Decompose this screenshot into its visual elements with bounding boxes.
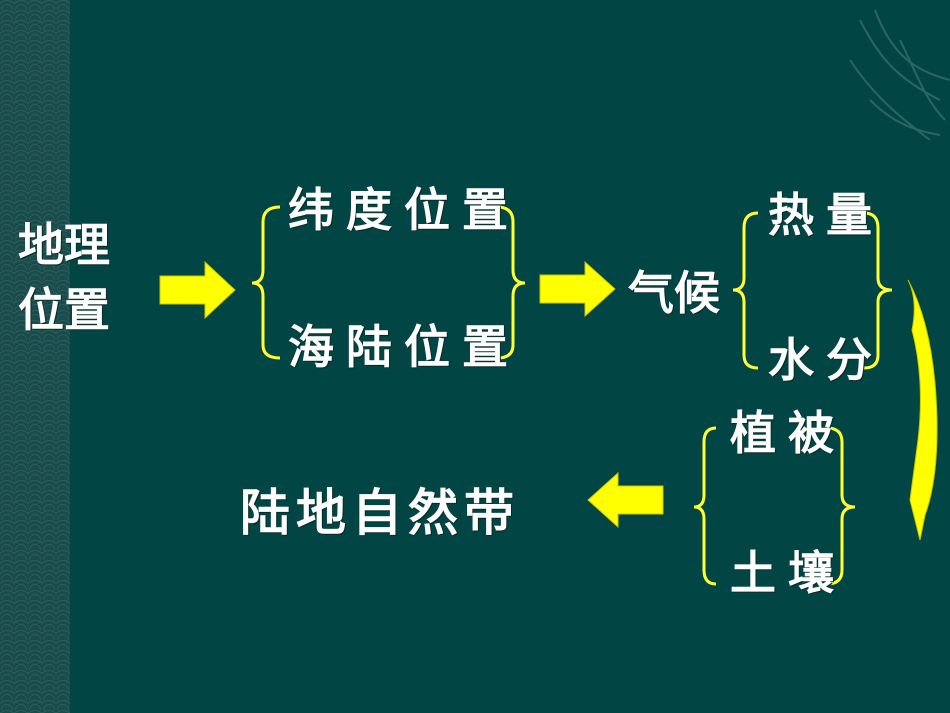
topic-geographic-line1: 地理 [18,218,110,272]
left-brace-biota [693,426,717,586]
right-arrow-2 [539,260,616,318]
right-brace-position [496,205,526,360]
soil-label: 土壤 [730,546,846,600]
heat-label: 热量 [768,188,884,242]
right-arrow-1 [159,260,236,320]
land-sea-position: 海陆位置 [288,320,520,374]
left-brace-position [251,205,281,360]
curved-down-arrow [907,279,938,541]
vegetation-label: 植被 [730,406,846,460]
right-brace-biota [826,426,856,586]
right-brace-climate [863,211,893,370]
patterned-side-strip [0,0,70,713]
left-arrow [587,471,664,529]
topic-geographic-line2: 位置 [18,283,110,337]
latitude-position: 纬度位置 [288,183,520,237]
terrestrial-natural-zone: 陆地自然带 [240,484,520,542]
moisture-label: 水分 [768,333,884,387]
floral-ornament [849,9,950,141]
climate-label: 气候 [628,266,720,320]
left-brace-climate [732,211,759,370]
